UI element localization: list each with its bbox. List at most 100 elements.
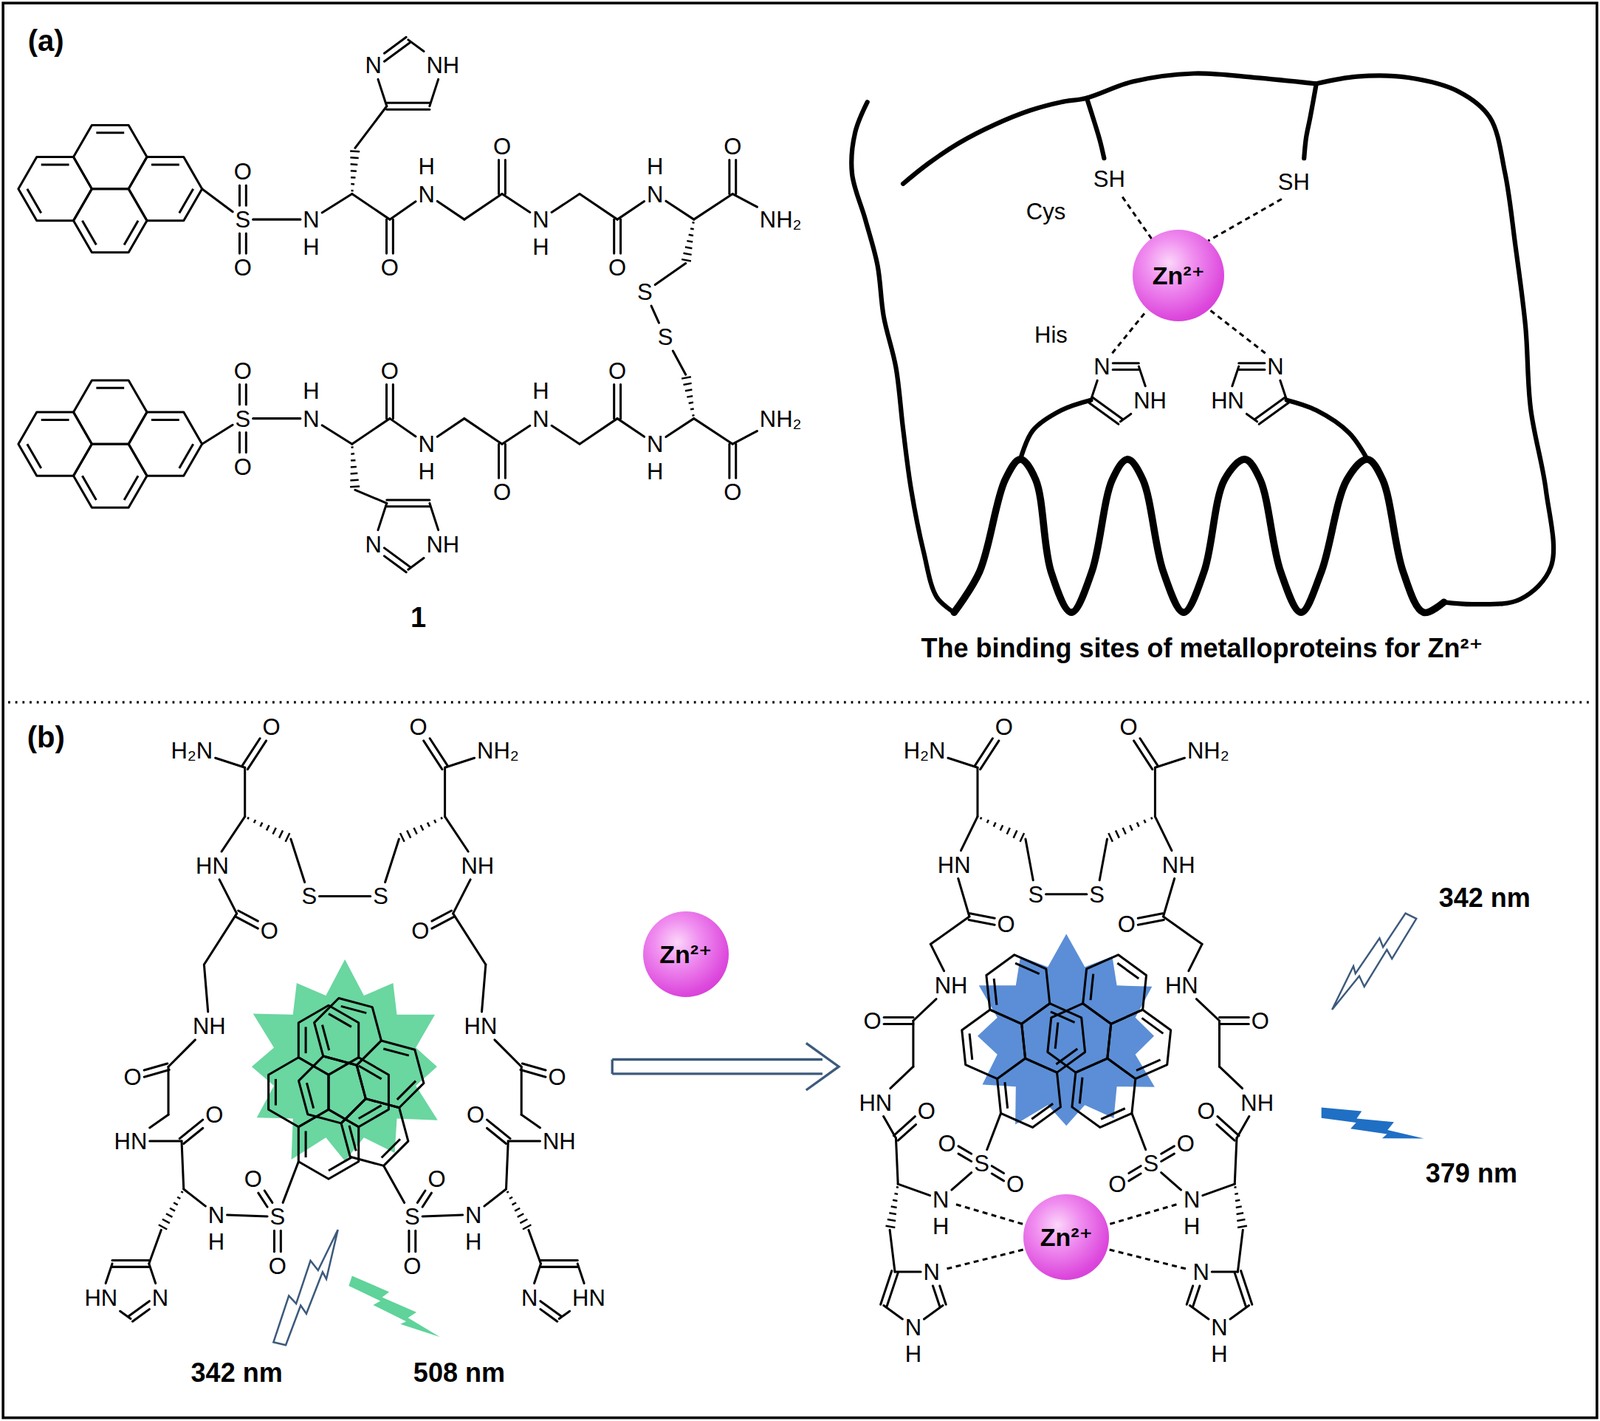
pyrene-ring [356, 1040, 424, 1108]
hashed-wedge [681, 259, 692, 261]
wavelength-label: 508 nm [413, 1359, 506, 1386]
zinc-ion: Zn²⁺ [643, 911, 729, 997]
hashed-wedge [1137, 822, 1140, 827]
pyrene-double-bond [151, 418, 180, 421]
atom-label: N [1210, 1314, 1228, 1338]
pyrene-ring [73, 380, 148, 444]
hashed-wedge [400, 832, 405, 842]
hashed-wedge [892, 1199, 898, 1201]
excitation-bolt [259, 1226, 358, 1349]
bond-line [429, 738, 448, 766]
bond-line [1196, 998, 1220, 1021]
hashed-wedge [1144, 819, 1146, 823]
atom-label: N [923, 1259, 940, 1283]
hashed-wedge [1115, 829, 1120, 838]
atom-label: S [1027, 882, 1044, 906]
atom-label: O [937, 1131, 956, 1155]
bond-line [238, 910, 259, 921]
atom-label: HN [84, 1285, 118, 1309]
coordination-dash [1106, 1204, 1177, 1225]
atom-label: O [234, 256, 252, 280]
hashed-wedge [688, 402, 694, 404]
bond-line [1217, 1116, 1239, 1136]
atom-label: H [932, 1213, 949, 1237]
hashed-wedge [350, 169, 357, 173]
pyrene-double-bond [1004, 1081, 1008, 1109]
hashed-wedge [173, 1202, 178, 1205]
hashed-wedge [1007, 827, 1011, 835]
atom-label: HN [937, 852, 971, 876]
bond-line [1134, 740, 1153, 770]
atom-label: H [465, 1229, 482, 1253]
bond-line [383, 1165, 405, 1203]
atom-label: S [404, 1204, 421, 1228]
bond-line [392, 219, 395, 254]
hashed-wedge [517, 1213, 524, 1217]
pyrene-double-bond [81, 475, 96, 500]
hashed-wedge [427, 822, 430, 827]
bond-line [1202, 1183, 1235, 1196]
hashed-wedge [350, 176, 356, 179]
bond-line [930, 943, 944, 971]
bond-line [521, 1114, 540, 1128]
pyrene-ring [986, 954, 1050, 1024]
bond-line [215, 757, 246, 768]
atom-label: N [417, 432, 435, 456]
atom-label: N [302, 406, 319, 430]
bond-line [734, 160, 737, 195]
bond-line [1161, 1153, 1175, 1161]
bond-line [958, 1145, 972, 1154]
coordination-dash [1210, 310, 1266, 353]
panel-caption: The binding sites of metalloproteins for… [920, 634, 1483, 662]
glow-burst [977, 934, 1155, 1126]
bond-line [464, 194, 503, 221]
atom-label: S [1089, 882, 1105, 906]
bond-line [321, 425, 353, 444]
bond-line [1138, 366, 1146, 387]
atom-label: N [1183, 1187, 1200, 1211]
atom-label: HN [195, 853, 229, 877]
bond-line [1128, 1165, 1141, 1174]
atom-label: NH [1162, 852, 1196, 876]
hashed-wedge [1234, 1185, 1237, 1189]
pyrene-double-bond [304, 1130, 308, 1157]
pyrene-ring [73, 124, 148, 189]
bond-line [431, 916, 455, 929]
pyrene-double-bond [341, 1005, 367, 1013]
bond-line [453, 913, 486, 965]
atom-label: H [532, 379, 549, 403]
atom-label: H [417, 155, 435, 178]
atom-label: H [302, 379, 319, 403]
bond-line [520, 1066, 523, 1115]
bond-line [1162, 916, 1203, 944]
atom-label: NH [542, 1129, 576, 1153]
bond-line [221, 816, 246, 852]
atom-label: O [427, 1167, 446, 1191]
hashed-wedge [162, 1219, 170, 1223]
atom-label: N [365, 53, 382, 77]
bond-line [1025, 838, 1033, 881]
atom-label: NH [426, 53, 460, 77]
bond-line [1193, 1285, 1200, 1307]
bond-line [1219, 1022, 1250, 1025]
bond-line [453, 879, 471, 914]
atom-label: O [262, 714, 281, 738]
bond-line [168, 1039, 195, 1067]
emission-bolt [345, 1264, 443, 1352]
hashed-wedge [1235, 1206, 1242, 1208]
bond-line [890, 1066, 914, 1088]
bond-line [617, 418, 644, 438]
bond-line [619, 219, 622, 254]
bond-line [383, 555, 407, 573]
bond-line [238, 185, 241, 206]
atom-label: S [235, 208, 252, 232]
atom-label: H₂N [903, 738, 946, 762]
pyrene-double-bond [993, 978, 997, 1005]
bond-line [128, 1300, 150, 1316]
bond-line [245, 233, 248, 254]
bond-line [497, 443, 500, 478]
bond-line [149, 1114, 169, 1128]
bond-line [654, 263, 686, 286]
wavelength-label: 342 nm [1439, 884, 1531, 912]
